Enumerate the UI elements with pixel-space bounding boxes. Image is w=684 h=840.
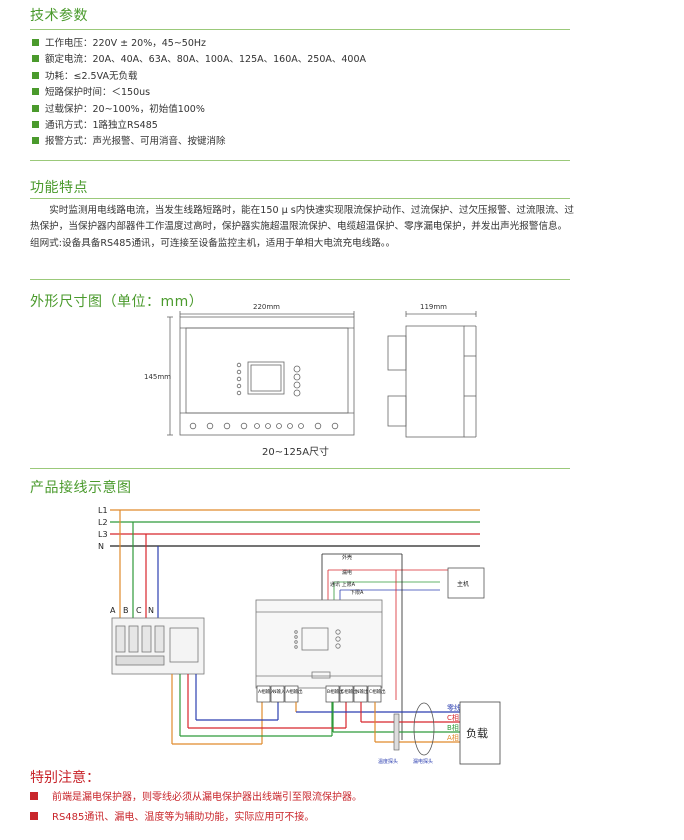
divider [30, 198, 570, 199]
leakage-probe-icon [413, 702, 435, 756]
breaker-label-b: B [123, 606, 129, 615]
square-bullet-icon [32, 120, 39, 128]
load-label: 负载 [466, 726, 488, 740]
terminal-label: A相输入 [258, 688, 275, 695]
front-view-drawing [167, 311, 355, 436]
current-limiter-device-drawing [255, 599, 383, 689]
terminal-label: A相输出 [286, 688, 303, 695]
bus-label-l1: L1 [98, 506, 108, 515]
spec-item: 工作电压：220V ± 20%，45~50Hz [32, 36, 366, 52]
signal-label-comm-lower: 下限A [350, 589, 364, 596]
depth-dimension: 119mm [420, 303, 447, 311]
divider [30, 279, 570, 280]
spec-item: 报警方式：声光报警、可用消音、按键消除 [32, 134, 366, 150]
load-box [459, 701, 501, 765]
square-bullet-icon [32, 55, 39, 63]
note-item: 前端是漏电保护器，则零线必须从漏电保护器出线端引至限流保护器。 [30, 788, 362, 808]
wiring-diagram: L1 L2 L3 N A B C N 外壳 漏电 通讯 上限A 下限A [98, 506, 501, 765]
phase-label-c: C相 [447, 713, 459, 722]
tech-params-title: 技术参数 [30, 8, 88, 24]
terminal-label: N输入 [273, 688, 286, 695]
terminal-label: C相输出 [369, 688, 386, 695]
spec-item: 短路保护时间：＜150us [32, 85, 366, 101]
square-bullet-icon [32, 88, 39, 96]
terminal-label: N输出 [356, 688, 369, 695]
leakage-breaker-drawing [111, 617, 205, 675]
divider [30, 468, 570, 469]
leak-probe-label: 漏电探头 [413, 758, 433, 765]
notes-title: 特别注意： [30, 770, 100, 786]
bus-label-l3: L3 [98, 530, 108, 539]
breaker-label-n: N [148, 606, 154, 615]
side-view-drawing [387, 311, 477, 438]
spec-list: 工作电压：220V ± 20%，45~50Hz 额定电流：20A、40A、63A… [32, 36, 366, 151]
phase-label-b: B相 [447, 723, 459, 732]
breaker-label-a: A [110, 606, 116, 615]
bus-label-l2: L2 [98, 518, 108, 527]
notes-list: 前端是漏电保护器，则零线必须从漏电保护器出线端引至限流保护器。 RS485通讯、… [30, 788, 362, 828]
square-bullet-icon [32, 71, 39, 79]
height-dimension: 145mm [144, 373, 171, 381]
bus-label-n: N [98, 542, 104, 551]
note-item: RS485通讯、漏电、温度等为辅助功能，实际应用可不接。 [30, 808, 362, 828]
spec-item: 过载保护：20~100%，初始值100% [32, 102, 366, 118]
temperature-probe-icon [393, 713, 400, 751]
temp-probe-label: 温度探头 [378, 758, 398, 765]
dimensions-title: 外形尺寸图（单位：mm） [30, 294, 204, 310]
feature-paragraph: 实时监测用电线路电流，当发生线路短路时，能在150 μ s内快速实现限流保护动作… [30, 205, 574, 249]
phase-label-neutral: 零线 [447, 703, 461, 712]
phase-label-a: A相 [447, 733, 459, 742]
divider [30, 160, 570, 161]
host-label: 主机 [457, 580, 469, 588]
breaker-label-c: C [136, 606, 142, 615]
divider [30, 29, 570, 30]
spec-item: 额定电流：20A、40A、63A、80A、100A、125A、160A、250A… [32, 52, 366, 68]
dimension-caption: 20~125A尺寸 [262, 447, 330, 458]
square-bullet-icon [32, 137, 39, 145]
signal-label-leak: 漏电 [342, 569, 352, 576]
square-bullet-icon [32, 104, 39, 112]
square-bullet-icon [32, 39, 39, 46]
spec-item: 通讯方式：1路独立RS485 [32, 118, 366, 134]
terminal-label: B相输出 [327, 688, 344, 695]
signal-label-shell: 外壳 [342, 554, 352, 561]
wiring-title: 产品接线示意图 [30, 480, 132, 496]
square-bullet-icon [30, 812, 38, 820]
dimension-drawing: 220mm 145mm 119mm [144, 303, 477, 438]
spec-item: 功耗：≤2.5VA无负载 [32, 69, 366, 85]
width-dimension: 220mm [253, 303, 280, 311]
host-box [447, 567, 485, 599]
features-title: 功能特点 [30, 180, 88, 196]
square-bullet-icon [30, 792, 38, 800]
terminal-label: C相输出 [341, 688, 358, 695]
signal-label-comm-upper: 通讯 上限A [330, 581, 356, 588]
